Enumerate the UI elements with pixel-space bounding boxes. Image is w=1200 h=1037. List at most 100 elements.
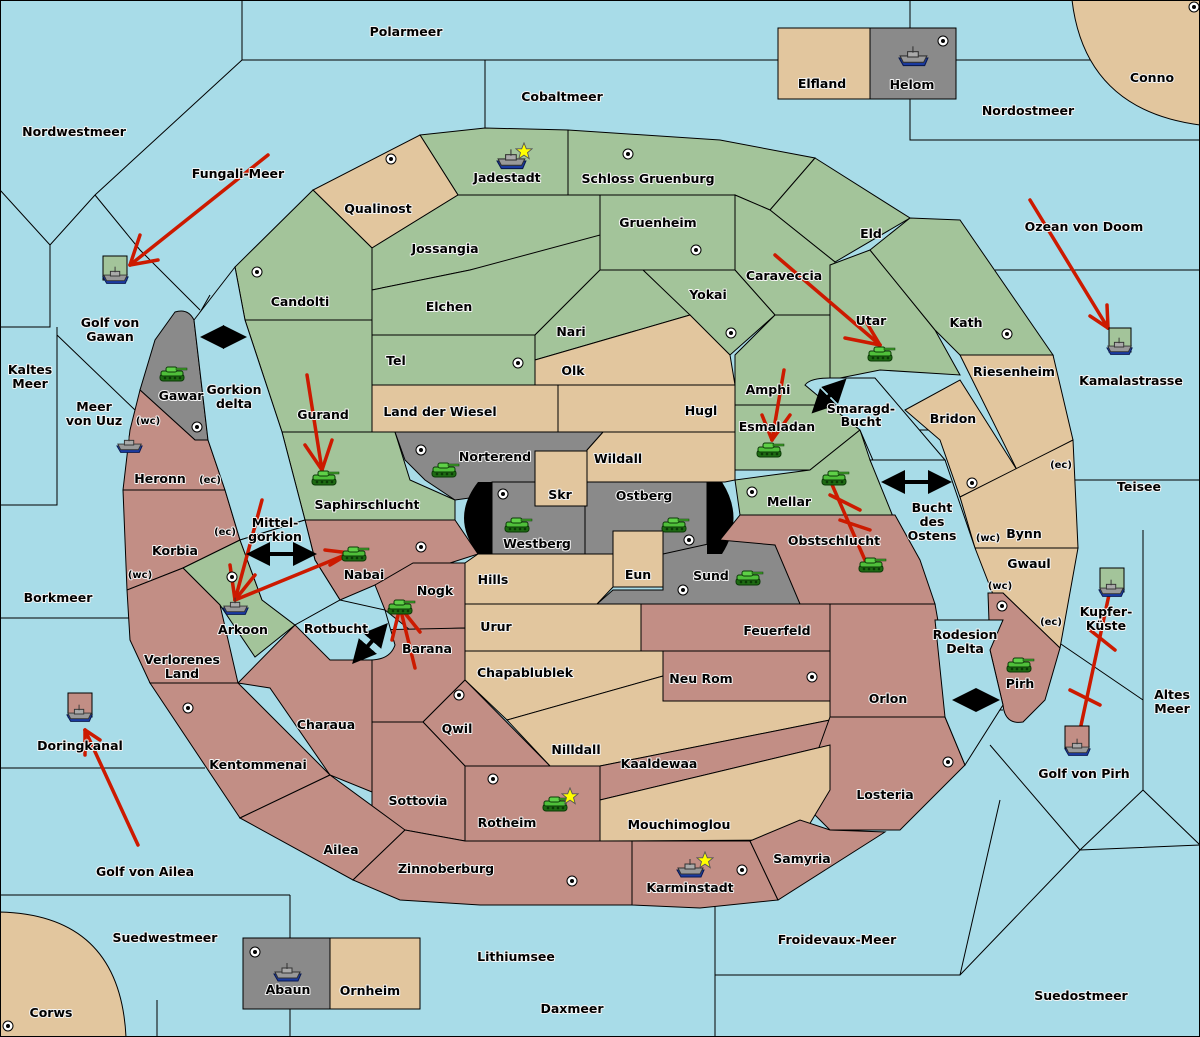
- fortress-west: [464, 482, 492, 554]
- province-feuerfeld[interactable]: [640, 603, 832, 652]
- label-kaltes-meer-1: Kaltes: [8, 362, 52, 377]
- coast-label-gawar-wc: (wc): [136, 416, 160, 427]
- label-bynn: Bynn: [1006, 526, 1041, 541]
- sea-labels: Polarmeer Cobaltmeer Nordwestmeer Fungal…: [7, 23, 1192, 1017]
- label-utar: Utar: [856, 313, 888, 328]
- label-meer-von-uuz-1: Meer: [76, 399, 112, 414]
- province-skr[interactable]: [534, 450, 588, 507]
- label-smaragd-bucht-2: Bucht: [841, 414, 882, 429]
- province-karminstadt[interactable]: [631, 840, 779, 909]
- label-eun: Eun: [625, 567, 651, 582]
- label-golf-von-gawan-2: Gawan: [86, 329, 134, 344]
- province-conno[interactable]: [1071, 0, 1200, 126]
- label-mittelgorkion-1: Mittel-: [252, 515, 299, 530]
- label-yokai: Yokai: [688, 287, 727, 302]
- province-obstschlucht[interactable]: [719, 514, 936, 605]
- label-nabai: Nabai: [344, 567, 385, 582]
- supply-center-icon: [415, 444, 427, 456]
- adjacency-arrows: [200, 325, 1000, 712]
- label-jossangia: Jossangia: [410, 241, 478, 256]
- province-labels: Elfland Helom Conno Jadestadt Schloss Gr…: [29, 69, 1176, 1021]
- label-ailea: Ailea: [323, 842, 358, 857]
- label-land-der-wiesel: Land der Wiesel: [383, 404, 496, 419]
- province-gruenheim[interactable]: [599, 194, 736, 271]
- label-eld: Eld: [860, 226, 882, 241]
- label-verlorenes-land-1: Verlorenes: [144, 652, 220, 667]
- label-nordostmeer: Nordostmeer: [982, 103, 1075, 118]
- province-urur[interactable]: [464, 603, 642, 652]
- coast-label-korbia-ec: (ec): [214, 527, 236, 538]
- label-norterend: Norterend: [459, 449, 531, 464]
- label-nari: Nari: [556, 324, 585, 339]
- label-heronn: Heronn: [134, 471, 186, 486]
- label-nogk: Nogk: [417, 583, 454, 598]
- coast-label-gwaul-ec: (ec): [1040, 617, 1062, 628]
- province-elfland[interactable]: [777, 27, 871, 100]
- label-altes-meer-2: Meer: [1154, 701, 1190, 716]
- label-corws: Corws: [30, 1005, 73, 1020]
- label-westberg: Westberg: [503, 536, 571, 551]
- coast-label-korbia-wc: (wc): [128, 570, 152, 581]
- label-gawar: Gawar: [159, 388, 205, 403]
- label-schloss-gruenburg: Schloss Gruenburg: [581, 171, 714, 186]
- province-mouchimoglou[interactable]: [599, 744, 831, 842]
- supply-center-icon: [996, 600, 1008, 612]
- label-bucht-des-ostens-3: Ostens: [908, 528, 957, 543]
- supply-center-icon: [251, 266, 263, 278]
- label-smaragd-bucht-1: Smaragd-: [827, 401, 895, 416]
- label-rodesion-delta-2: Delta: [946, 641, 984, 656]
- province-olk[interactable]: [534, 314, 736, 386]
- supply-center-icon: [677, 584, 689, 596]
- label-esmaladan: Esmaladan: [739, 419, 815, 434]
- province-corws[interactable]: [0, 911, 127, 1037]
- label-suedostmeer: Suedostmeer: [1034, 988, 1128, 1003]
- label-bucht-des-ostens-2: des: [920, 514, 945, 529]
- label-gorkion-delta-1: Gorkion: [206, 382, 261, 397]
- label-pirh: Pirh: [1006, 676, 1035, 691]
- label-hugl: Hugl: [685, 403, 718, 418]
- label-mouchimoglou: Mouchimoglou: [628, 817, 731, 832]
- label-saphirschlucht: Saphirschlucht: [315, 497, 420, 512]
- supply-center-icon: [453, 689, 465, 701]
- label-urur: Urur: [480, 619, 512, 634]
- label-golf-von-gawan-1: Golf von: [81, 315, 140, 330]
- province-neu-rom[interactable]: [662, 650, 831, 702]
- label-kentommenai: Kentommenai: [209, 757, 307, 772]
- label-obstschlucht: Obstschlucht: [788, 533, 880, 548]
- label-kupfer-kueste-1: Kupfer-: [1080, 604, 1133, 619]
- label-fungali-meer: Fungali-Meer: [192, 166, 285, 181]
- label-ozean-von-doom: Ozean von Doom: [1025, 219, 1144, 234]
- supply-center-icon: [937, 35, 949, 47]
- label-qwil: Qwil: [442, 721, 473, 736]
- label-ostberg: Ostberg: [616, 488, 673, 503]
- province-tel[interactable]: [371, 334, 536, 386]
- label-charaua: Charaua: [297, 717, 355, 732]
- label-bucht-des-ostens-1: Bucht: [912, 500, 953, 515]
- supply-center-icon: [2, 1020, 14, 1032]
- supply-center-icon: [249, 946, 261, 958]
- supply-center-icon: [1001, 328, 1013, 340]
- label-borkmeer: Borkmeer: [24, 590, 94, 605]
- green-region: [234, 127, 1054, 521]
- province-ornheim[interactable]: [329, 937, 421, 1010]
- supply-center-icon: [1188, 1, 1200, 13]
- coast-label-gwaul-wc: (wc): [988, 581, 1012, 592]
- province-samyria[interactable]: [749, 819, 887, 901]
- label-tel: Tel: [386, 353, 406, 368]
- label-suedwestmeer: Suedwestmeer: [113, 930, 219, 945]
- supply-center-icon: [622, 148, 634, 160]
- supply-center-icon: [966, 477, 978, 489]
- label-cobaltmeer: Cobaltmeer: [521, 89, 603, 104]
- label-nordwestmeer: Nordwestmeer: [22, 124, 127, 139]
- supply-center-icon: [736, 864, 748, 876]
- supply-center-icon: [690, 244, 702, 256]
- label-froidevaux-meer: Froidevaux-Meer: [778, 932, 897, 947]
- label-karminstadt: Karminstadt: [646, 880, 733, 895]
- supply-center-icon: [746, 486, 758, 498]
- label-barana: Barana: [402, 641, 452, 656]
- supply-center-icon: [806, 671, 818, 683]
- label-rotheim: Rotheim: [478, 815, 537, 830]
- label-verlorenes-land-2: Land: [165, 666, 199, 681]
- label-neu-rom: Neu Rom: [669, 671, 732, 686]
